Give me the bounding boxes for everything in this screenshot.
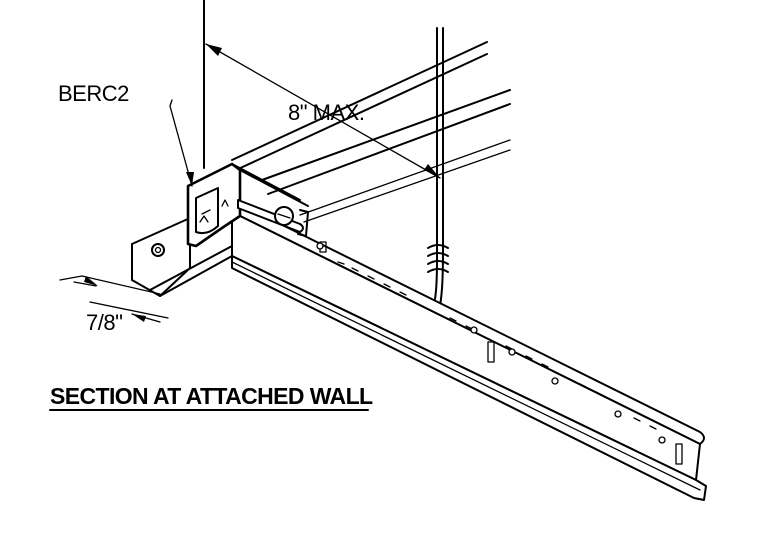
flange-dimension-lines bbox=[59, 275, 169, 323]
clip-callout-label: BERC2 bbox=[58, 81, 129, 106]
cross-tee-rails bbox=[231, 41, 511, 223]
berc2-clip bbox=[186, 162, 309, 248]
clip-callout-leader bbox=[169, 99, 194, 187]
main-runner bbox=[231, 199, 707, 501]
spacing-dimension-label: 8" MAX. bbox=[288, 100, 364, 125]
flange-dimension-label: 7/8" bbox=[86, 310, 122, 335]
wall-angle-section bbox=[131, 217, 233, 297]
section-title: SECTION AT ATTACHED WALL bbox=[50, 383, 373, 409]
